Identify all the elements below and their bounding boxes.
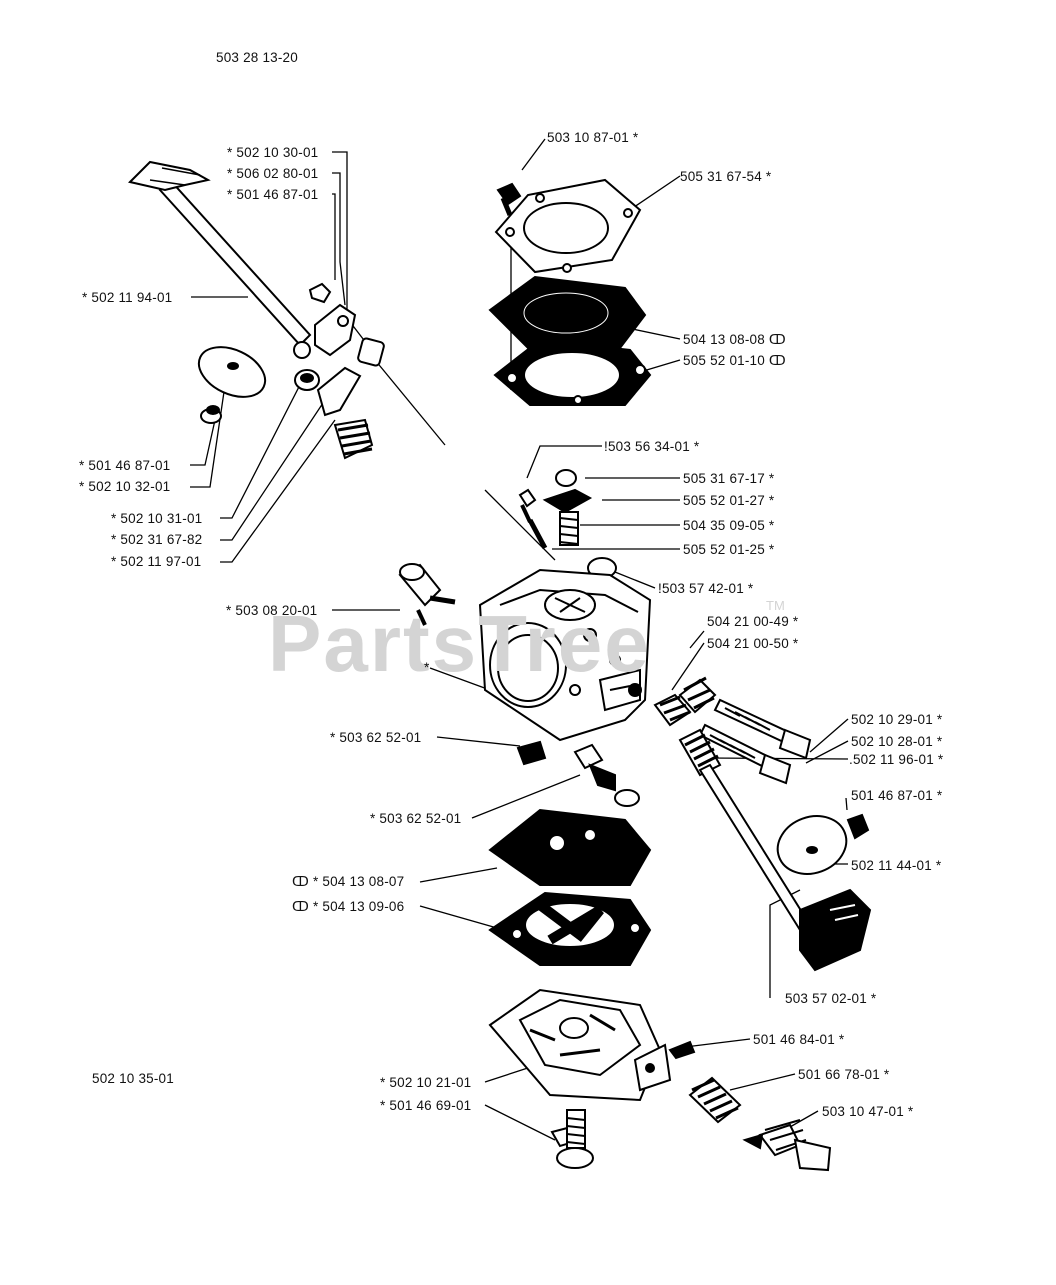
part-label: * 502 10 31-01	[111, 511, 203, 526]
lower-diaphragm-parts	[488, 743, 652, 966]
metering-cover-part	[494, 178, 642, 274]
part-label: 503 10 47-01 *	[822, 1104, 914, 1119]
part-label: *	[424, 660, 430, 675]
adjusting-screws	[653, 676, 812, 785]
needle-valve-parts	[518, 469, 617, 579]
part-label: 501 46 84-01 *	[753, 1032, 845, 1047]
part-label: 501 66 78-01 *	[798, 1067, 890, 1082]
part-label: .502 11 96-01 *	[849, 752, 944, 767]
part-label: * 503 62 52-01	[330, 730, 422, 745]
part-label: 503 10 87-01 *	[547, 130, 639, 145]
part-label: * 502 10 21-01	[380, 1075, 472, 1090]
leader-lines	[190, 138, 849, 1141]
part-label: !503 56 34-01 *	[604, 439, 700, 454]
footer-part-number: 502 10 35-01	[92, 1071, 174, 1086]
pump-cover-part	[488, 988, 832, 1172]
part-label: * 501 46 69-01	[380, 1098, 472, 1113]
part-label: 501 46 87-01 *	[851, 788, 943, 803]
watermark-trademark: TM	[766, 598, 785, 613]
part-label: ↀ * 504 13 09-06	[292, 899, 405, 914]
part-label: 504 21 00-49 *	[707, 614, 799, 629]
part-label: * 502 10 30-01	[227, 145, 319, 160]
diaphragm-gaskets-top	[488, 275, 652, 406]
part-label: 505 52 01-25 *	[683, 542, 775, 557]
part-label: !503 57 42-01 *	[658, 581, 754, 596]
part-label: * 503 08 20-01	[226, 603, 318, 618]
part-label: * 502 11 94-01	[82, 290, 173, 305]
part-label: * 502 10 32-01	[79, 479, 171, 494]
part-label: 502 10 28-01 *	[851, 734, 943, 749]
part-label: 505 31 67-54 *	[680, 169, 772, 184]
part-label: 504 35 09-05 *	[683, 518, 775, 533]
part-label: * 506 02 80-01	[227, 166, 319, 181]
part-label: * 502 31 67-82	[111, 532, 203, 547]
part-label: 505 52 01-27 *	[683, 493, 775, 508]
part-label: * 502 11 97-01	[111, 554, 202, 569]
part-label: * 501 46 87-01	[79, 458, 171, 473]
part-label: * 501 46 87-01	[227, 187, 319, 202]
part-label: 502 10 29-01 *	[851, 712, 943, 727]
carburetor-body-part	[398, 563, 652, 766]
part-label: 504 13 08-08 ↀ	[683, 332, 786, 347]
part-label: 505 52 01-10 ↀ	[683, 353, 786, 368]
lever-parts	[294, 282, 385, 460]
part-label: 503 57 02-01 *	[785, 991, 877, 1006]
part-label: * 503 62 52-01	[370, 811, 462, 826]
watermark: PartsTree	[268, 599, 651, 688]
part-label: ↀ * 504 13 08-07	[292, 874, 405, 889]
choke-shaft-part	[698, 763, 872, 972]
throttle-shaft-part	[128, 160, 312, 424]
part-label: 502 11 44-01 *	[851, 858, 942, 873]
header-part-number: 503 28 13-20	[216, 50, 298, 65]
part-label: 505 31 67-17 *	[683, 471, 775, 486]
part-label: 504 21 00-50 *	[707, 636, 799, 651]
